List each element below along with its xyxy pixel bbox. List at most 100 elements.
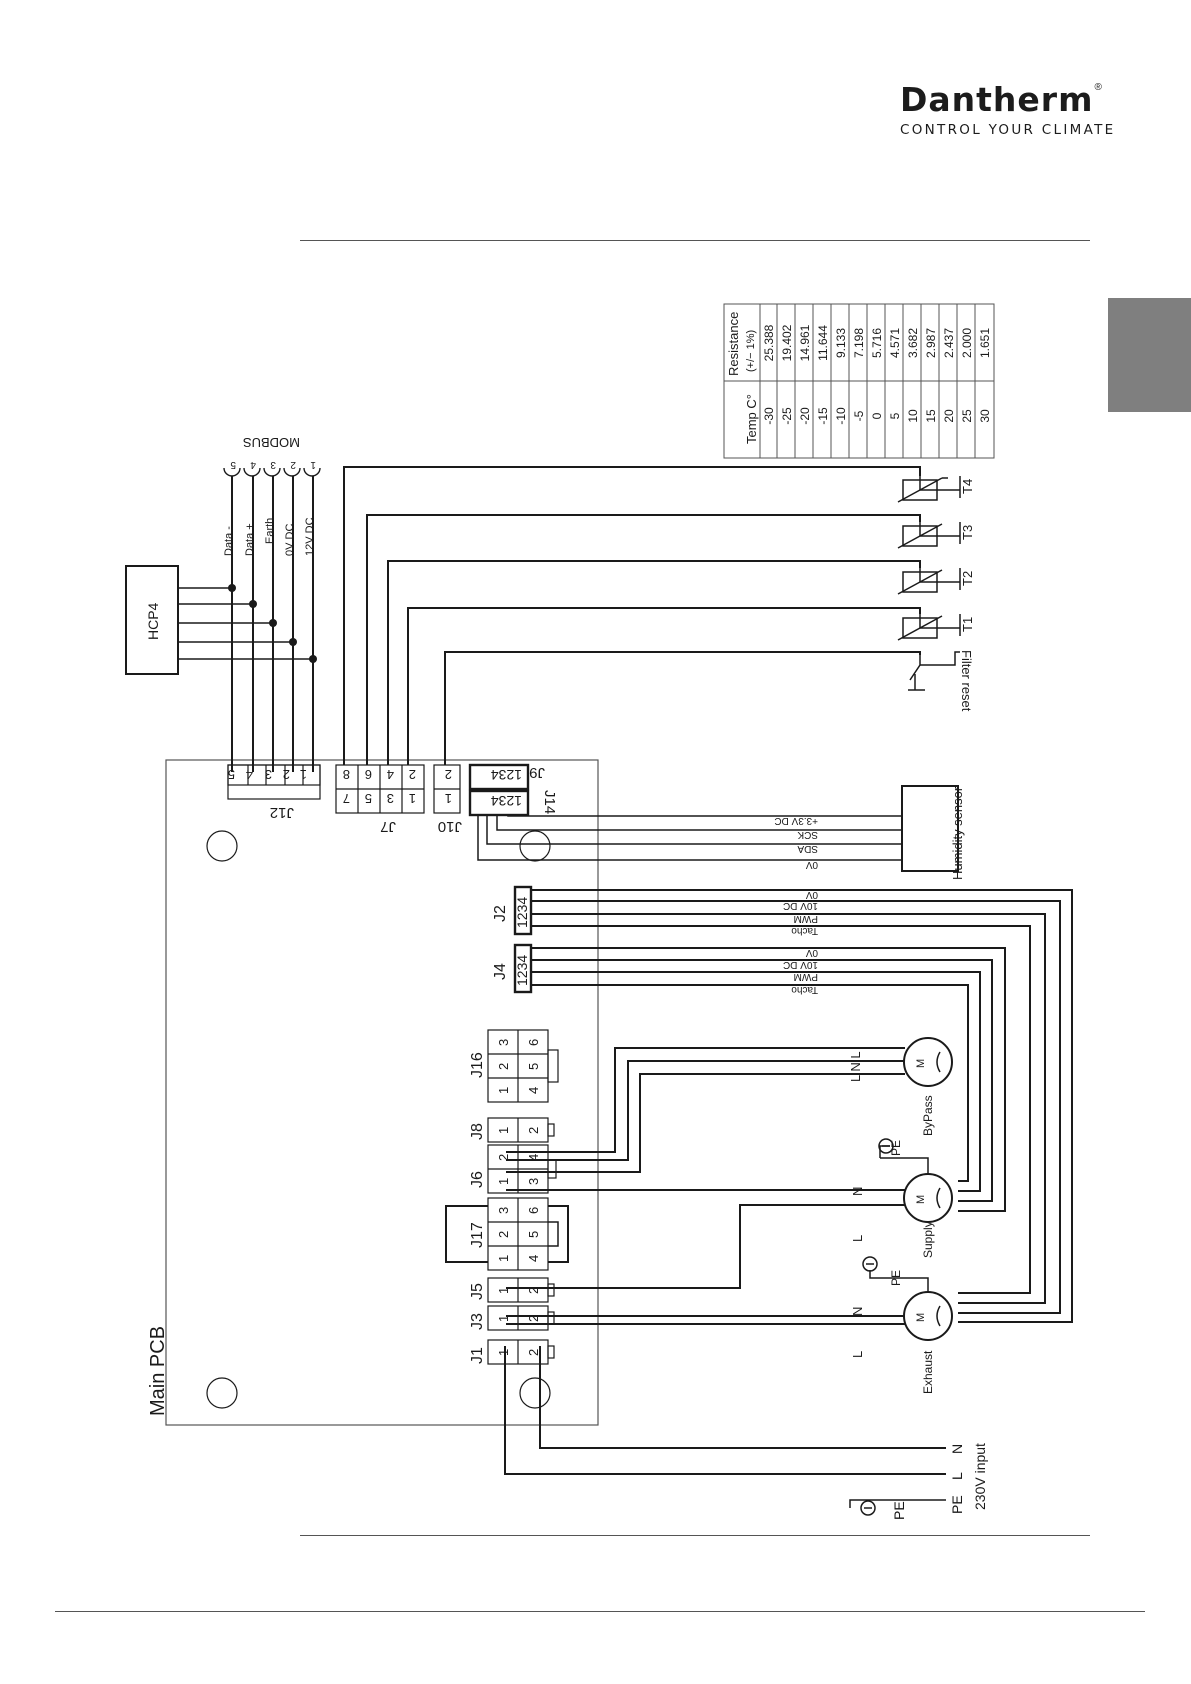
j1-label: J1	[469, 1347, 486, 1364]
pcb-mount-hole	[206, 830, 238, 862]
table-temp-cell: -15	[816, 407, 830, 425]
j2-signal-0v: 0V	[805, 889, 818, 900]
table-temp-cell: -30	[762, 407, 776, 425]
humidity-signal-sda: SDA	[797, 843, 818, 854]
j17-label: J17	[469, 1222, 486, 1248]
brand-name: Dantherm	[900, 80, 1094, 119]
j6-pin-4: 4	[526, 1154, 541, 1161]
bypass-terminals: L N L	[848, 1051, 863, 1082]
supply-motor-symbol: M	[915, 1195, 927, 1204]
j7-label: J7	[380, 818, 396, 835]
j9-connector	[468, 763, 530, 791]
j16-pin-2: 2	[496, 1063, 511, 1070]
table-temp-cell: 30	[978, 409, 992, 423]
main-pcb-label: Main PCB	[147, 1326, 169, 1416]
supply-pe-label: PE	[889, 1140, 903, 1156]
top-divider	[300, 240, 1090, 241]
power-terminal-l: L	[949, 1472, 965, 1480]
j3-pin-1: 1	[496, 1315, 511, 1322]
table-header-resistance: Resistance	[726, 312, 741, 376]
j4-connector	[513, 943, 533, 994]
j2-pins: 1234	[514, 897, 530, 928]
power-terminal-pe: PE	[949, 1495, 965, 1514]
j4-label: J4	[492, 963, 509, 980]
humidity-signal-0v: 0V	[805, 859, 818, 870]
j7-pin-4: 4	[387, 767, 394, 782]
main-pcb-board	[165, 759, 599, 1426]
humidity-sensor-box	[901, 785, 959, 872]
table-resistance-cell: 1.651	[978, 328, 992, 358]
j7-pin-1: 1	[409, 791, 416, 806]
j6-label: J6	[469, 1171, 486, 1188]
j7-pin-8: 8	[343, 767, 350, 782]
exhaust-terminal-n: N	[850, 1307, 865, 1316]
j10-label: J10	[438, 818, 462, 835]
modbus-title: MODBUS	[243, 435, 300, 450]
table-temp-cell: -20	[798, 407, 812, 425]
resistance-table-rows: -3025.388-2519.402-2014.961-1511.644-109…	[762, 324, 992, 424]
j7-pin-3: 3	[387, 791, 394, 806]
table-resistance-cell: 2.000	[960, 328, 974, 358]
table-header-tolerance: (+/− 1%)	[745, 330, 757, 372]
j12-pin-4: 4	[246, 767, 253, 782]
power-input-label: 230V input	[972, 1443, 988, 1510]
exhaust-pe-label: PE	[889, 1270, 903, 1286]
supply-terminal-l: L	[850, 1235, 865, 1242]
j5-label: J5	[469, 1283, 486, 1300]
j16-label: J16	[469, 1052, 486, 1078]
exhaust-label: Exhaust	[921, 1350, 935, 1394]
j17-pin-6: 6	[526, 1207, 541, 1214]
pe-earth-icon	[862, 1256, 878, 1272]
pcb-mount-hole	[519, 1377, 551, 1409]
bottom-divider	[300, 1535, 1090, 1536]
j2-signal-pwm: PWM	[794, 913, 818, 924]
j4-signal-tacho: Tacho	[791, 984, 818, 995]
table-resistance-cell: 25.388	[762, 324, 776, 361]
hcp4-label: HCP4	[145, 602, 161, 640]
exhaust-terminal-l: L	[850, 1351, 865, 1358]
modbus-signal-earth: Earth	[264, 518, 276, 544]
j6-pin-2: 2	[496, 1154, 511, 1161]
sensor-t1-label: T1	[960, 617, 975, 632]
humidity-signal-sck: SCK	[797, 829, 818, 840]
humidity-sensor-label: Humidity sensor	[950, 786, 965, 880]
table-temp-cell: 25	[960, 409, 974, 423]
modbus-signal-0v-dc: 0V DC	[284, 524, 296, 556]
pcb-mount-hole	[519, 830, 551, 862]
j8-label: J8	[469, 1123, 486, 1140]
supply-motor	[903, 1173, 953, 1223]
j5-pin-2: 2	[526, 1287, 541, 1294]
j10-pin-2: 2	[445, 767, 452, 782]
table-resistance-cell: 2.437	[942, 328, 956, 358]
j4-signal-10v: 10V DC	[783, 959, 818, 970]
j16-pin-5: 5	[526, 1063, 541, 1070]
j9-pins: 1234	[491, 767, 522, 783]
j12-pin-5: 5	[228, 767, 235, 782]
j4-signal-pwm: PWM	[794, 971, 818, 982]
j2-signal-tacho: Tacho	[791, 925, 818, 936]
exhaust-motor	[903, 1291, 953, 1341]
bypass-motor	[903, 1037, 953, 1087]
table-temp-cell: 10	[906, 409, 920, 423]
j6-pin-1: 1	[496, 1178, 511, 1185]
humidity-signal-3v3: +3.3V DC	[774, 815, 818, 826]
table-temp-cell: 5	[888, 412, 902, 419]
modbus-signal-12v-dc: 12V DC	[304, 517, 316, 556]
table-resistance-cell: 4.571	[888, 328, 902, 358]
sensor-t4-label: T4	[960, 479, 975, 494]
j1-pin-2: 2	[526, 1349, 541, 1356]
table-temp-cell: -25	[780, 407, 794, 425]
modbus-pin-4: 4	[250, 459, 256, 470]
j2-connector	[513, 885, 533, 936]
footer-divider	[55, 1611, 1145, 1612]
j6-pin-3: 3	[526, 1178, 541, 1185]
chapter-tab	[1108, 298, 1191, 412]
table-resistance-cell: 2.987	[924, 328, 938, 358]
modbus-pin-3: 3	[270, 459, 276, 470]
supply-label: Supply	[921, 1221, 935, 1258]
pe-earth-icon	[878, 1138, 894, 1154]
j17-pin-1: 1	[496, 1255, 511, 1262]
j16-pin-4: 4	[526, 1087, 541, 1094]
j14-label: J14	[541, 790, 558, 814]
modbus-signal-data-plus: Data +	[244, 523, 256, 556]
